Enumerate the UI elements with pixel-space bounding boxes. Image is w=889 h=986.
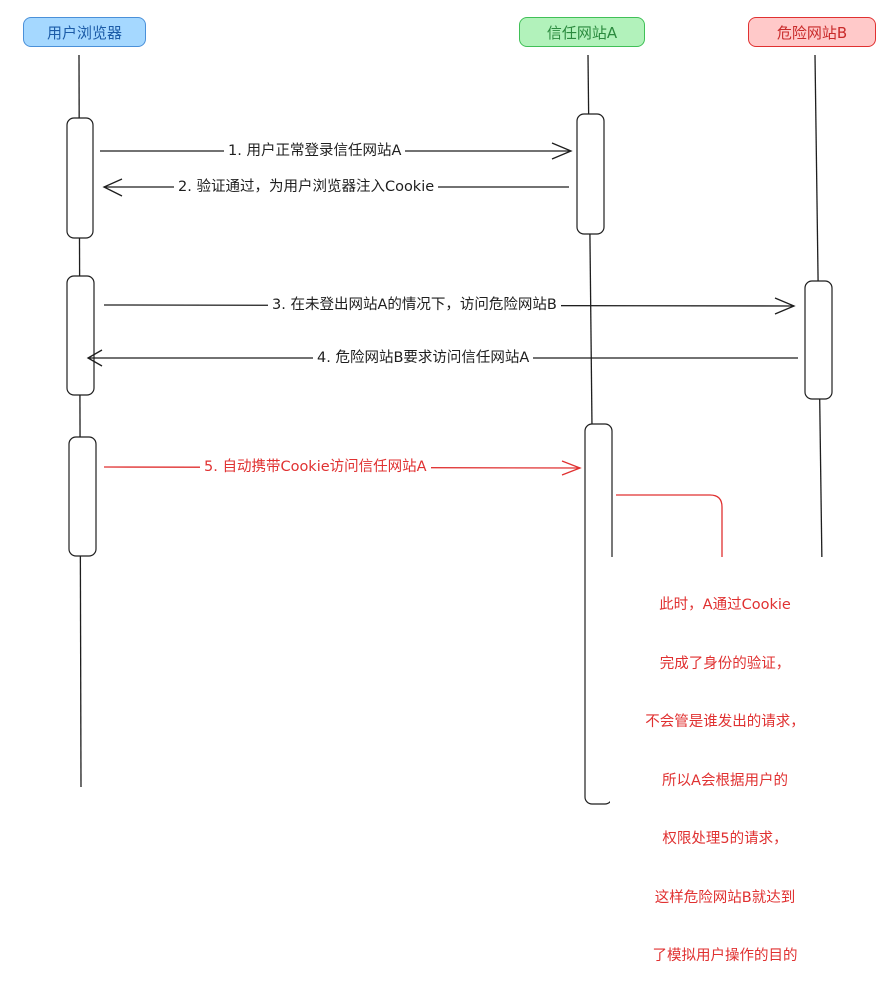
note-line-4: 所以A会根据用户的: [662, 772, 788, 789]
activation-siteB-1: [804, 280, 833, 400]
message-4-label: 4. 危险网站B要求访问信任网站A: [313, 349, 534, 367]
note-line-5: 权限处理5的请求，: [662, 831, 788, 847]
actor-browser-label: 用户浏览器: [46, 23, 122, 42]
note-line-7: 了模拟用户操作的目的: [652, 948, 798, 964]
message-2-label: 2. 验证通过，为用户浏览器注入Cookie: [174, 178, 439, 196]
note-line-6: 这样危险网站B就达到: [654, 889, 796, 906]
message-5-label: 5. 自动携带Cookie访问信任网站A: [200, 458, 431, 476]
self-call-note: 此时，A通过Cookie 完成了身份的验证， 不会管是谁发出的请求， 所以A会根…: [610, 557, 840, 986]
message-3-arrowhead: [774, 297, 796, 315]
actor-browser: 用户浏览器: [23, 17, 146, 47]
message-1-arrowhead: [551, 142, 573, 160]
activation-siteA-2: [584, 423, 613, 805]
activation-browser-1: [66, 117, 94, 239]
note-line-1: 此时，A通过Cookie: [659, 597, 791, 613]
note-line-2: 完成了身份的验证，: [659, 655, 791, 672]
actor-siteA-label: 信任网站A: [546, 23, 618, 42]
message-4-arrowhead: [86, 349, 103, 367]
activation-browser-3: [68, 436, 97, 557]
sequence-diagram-canvas: [66, 54, 833, 805]
actor-siteA: 信任网站A: [519, 17, 645, 47]
activation-siteA-1: [576, 113, 605, 235]
message-5-arrowhead: [561, 460, 582, 476]
actor-siteB: 危险网站B: [748, 17, 876, 47]
message-1-label: 1. 用户正常登录信任网站A: [224, 142, 406, 160]
actor-siteB-label: 危险网站B: [776, 23, 848, 42]
message-3-label: 3. 在未登出网站A的情况下，访问危险网站B: [268, 296, 561, 314]
message-2-arrowhead: [102, 178, 123, 197]
note-line-3: 不会管是谁发出的请求，: [645, 714, 805, 730]
activation-browser-2: [66, 275, 95, 396]
